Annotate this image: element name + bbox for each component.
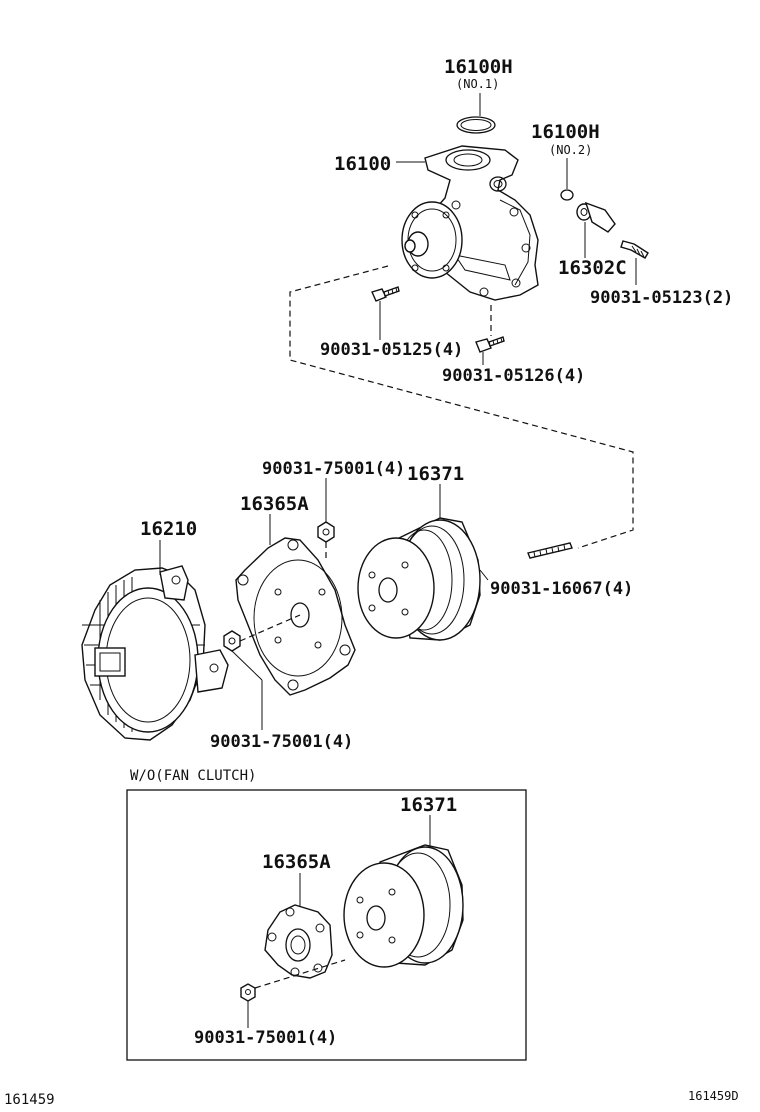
pulley-box	[343, 844, 464, 968]
label-16210: 16210	[140, 518, 197, 540]
spacer-box	[264, 904, 333, 979]
caption-wo-fan-clutch: W/O(FAN CLUTCH)	[130, 768, 256, 784]
fan-clutch	[81, 565, 229, 741]
wo-fan-clutch-box	[126, 789, 527, 1061]
label-16100h-no1: 16100H	[444, 56, 513, 78]
footer-right-code: 161459D	[688, 1089, 739, 1103]
label-90031-75001-mid: 90031-75001(4)	[210, 732, 353, 752]
bolt-05125	[371, 286, 400, 302]
nut-75001-mid	[223, 630, 241, 652]
label-90031-05125: 90031-05125(4)	[320, 340, 463, 360]
gasket-ring-no1	[456, 116, 496, 134]
pulley-top	[357, 517, 481, 641]
label-90031-75001-box: 90031-75001(4)	[194, 1028, 337, 1048]
seal-ring-no2	[560, 189, 574, 201]
label-16302c: 16302C	[558, 257, 627, 279]
label-16100h-no1-note: (NO.1)	[456, 77, 499, 91]
label-16371-box: 16371	[400, 794, 457, 816]
bolt-05123	[620, 240, 649, 259]
label-90031-05126: 90031-05126(4)	[442, 366, 585, 386]
footer-left-code: 161459	[4, 1092, 55, 1108]
label-16365a-box: 16365A	[262, 851, 331, 873]
bolt-05126	[475, 336, 505, 353]
label-16371-top: 16371	[407, 463, 464, 485]
assembly-path-line	[289, 265, 634, 549]
leader-lines	[159, 93, 637, 1028]
label-90031-05123: 90031-05123(2)	[590, 288, 733, 308]
nut-75001-top	[317, 521, 335, 543]
label-90031-75001-top: 90031-75001(4)	[262, 459, 405, 479]
label-90031-16067: 90031-16067(4)	[490, 579, 633, 599]
outlet-pipe	[576, 201, 616, 233]
label-16365a-top: 16365A	[240, 493, 309, 515]
label-16100: 16100	[334, 153, 391, 175]
nut-box	[240, 983, 256, 1002]
stud-bolt-16067	[527, 542, 573, 559]
label-16100h-no2-note: (NO.2)	[549, 143, 592, 157]
label-16100h-no2: 16100H	[531, 121, 600, 143]
water-pump-body	[401, 145, 539, 301]
